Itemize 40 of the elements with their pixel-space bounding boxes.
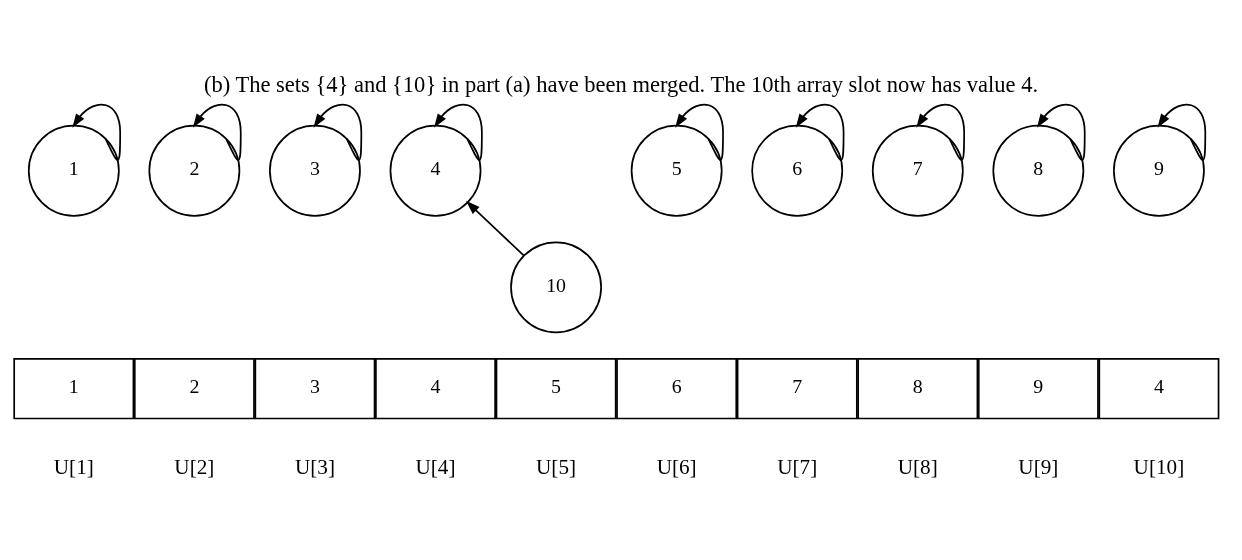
arrow: [675, 103, 724, 161]
node-label: U[2]: [174, 454, 215, 479]
diagram-title: (b) The sets {4} and {10} in part (a) have been merged. The 10th array slot now has value 4.: [203, 71, 1039, 97]
node-box: 8: [857, 357, 979, 419]
node-box: 2: [133, 357, 255, 419]
node-label: U[3]: [294, 454, 335, 479]
arrow: [916, 103, 965, 161]
node-box: 7: [736, 357, 858, 419]
node-circle: 5: [630, 124, 723, 217]
node-label: U[9]: [1018, 454, 1059, 479]
node-circle: 10: [510, 240, 602, 333]
node-label: U[7]: [777, 454, 818, 479]
arrow: [313, 103, 363, 161]
arrow: [1157, 103, 1207, 161]
node-box: 6: [616, 357, 738, 419]
node-label: U[8]: [897, 454, 938, 479]
arrow: [1036, 103, 1086, 161]
node-label: U[6]: [656, 454, 697, 479]
node-label: U[10]: [1133, 454, 1185, 479]
node-circle: 7: [871, 124, 964, 217]
node-label: U[4]: [415, 454, 456, 479]
node-box: 3: [254, 357, 376, 419]
node-circle: 8: [992, 124, 1085, 217]
arrow: [795, 103, 845, 161]
node-circle: 9: [1113, 124, 1205, 217]
node-box: 4: [1098, 357, 1220, 419]
node-box: 1: [13, 357, 135, 419]
node-circle: 6: [751, 124, 844, 217]
node-circle: 3: [269, 124, 361, 217]
node-circle: 2: [148, 124, 241, 217]
node-box: 9: [977, 357, 1099, 419]
arrow: [192, 103, 242, 161]
arrow: [434, 103, 483, 161]
node-box: 4: [375, 357, 496, 419]
node-label: U[1]: [53, 454, 94, 479]
node-label: U[5]: [536, 454, 577, 479]
arrow: [465, 200, 525, 256]
node-circle: 1: [27, 124, 120, 217]
arrow: [72, 103, 122, 161]
node-box: 5: [495, 357, 617, 419]
